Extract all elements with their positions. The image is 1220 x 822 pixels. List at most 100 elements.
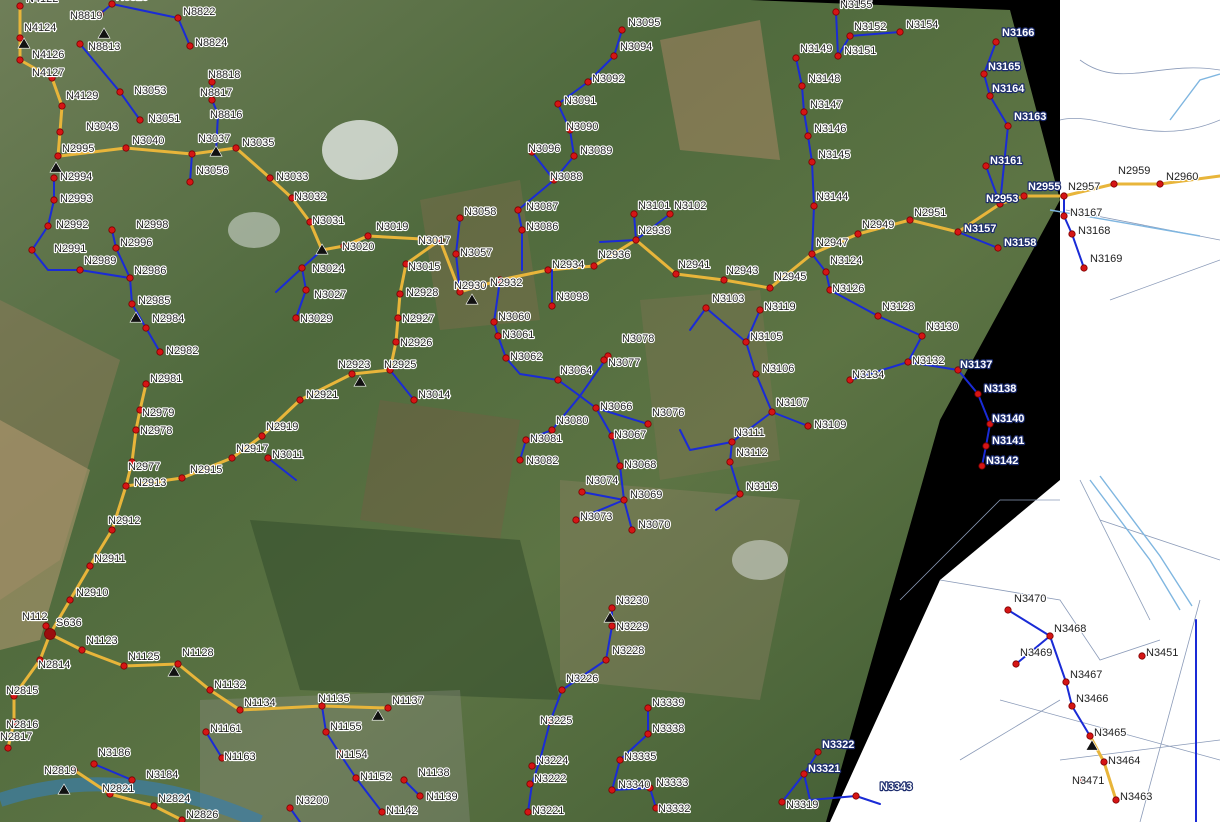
tank-triangle-icon[interactable] [315,243,329,255]
tank-triangle-icon[interactable] [129,311,143,323]
junction-node-n3109[interactable] [804,422,812,430]
junction-node-n2951[interactable] [906,216,914,224]
junction-node-n3464[interactable] [1100,758,1108,766]
junction-node-n3469[interactable] [1012,660,1020,668]
junction-node-n3152[interactable] [846,32,854,40]
junction-node-n3024[interactable] [298,264,306,272]
junction-node-n4129[interactable] [58,102,66,110]
junction-node-n1135[interactable] [318,702,326,710]
junction-node-n3140[interactable] [986,420,994,428]
junction-node-n3144[interactable] [810,202,818,210]
junction-node-n3081[interactable] [522,436,530,444]
junction-node-n2941[interactable] [672,270,680,278]
junction-node-n3068[interactable] [616,462,624,470]
junction-node-n2912[interactable] [108,526,116,534]
junction-node-n4124[interactable] [16,34,24,42]
junction-node-n3076[interactable] [644,420,652,428]
junction-node-n2986[interactable] [126,274,134,282]
junction-node-n1134[interactable] [236,706,244,714]
junction-node-n3060[interactable] [490,318,498,326]
junction-node-n3165[interactable] [980,70,988,78]
junction-node-n3089[interactable] [570,152,578,160]
junction-node-n2923[interactable] [348,370,356,378]
junction-node-n2993[interactable] [50,196,58,204]
junction-node-n3092[interactable] [584,78,592,86]
junction-node-n2910[interactable] [66,596,74,604]
junction-node-n3138[interactable] [974,390,982,398]
junction-node-n1152[interactable] [352,774,360,782]
junction-node-n2917[interactable] [228,454,236,462]
junction-node-n3077[interactable] [600,356,608,364]
junction-node-n2960[interactable] [1156,180,1164,188]
junction-node-n8816[interactable] [214,110,222,118]
junction-node-n2925[interactable] [386,366,394,374]
junction-node-n8822[interactable] [174,14,182,22]
junction-node-n3096[interactable] [528,148,536,156]
junction-node-n3112[interactable] [726,458,734,466]
junction-node-n3035[interactable] [232,144,240,152]
junction-node-n3058[interactable] [456,214,464,222]
tank-triangle-icon[interactable] [603,611,617,623]
junction-node-n3154[interactable] [896,28,904,36]
junction-node-n3155[interactable] [832,8,840,16]
junction-node-n3184[interactable] [128,776,136,784]
junction-node-n2913[interactable] [122,482,130,490]
tank-triangle-icon[interactable] [353,375,367,387]
junction-node-n2957[interactable] [1060,192,1068,200]
junction-node-n1132[interactable] [206,686,214,694]
junction-node-n3062[interactable] [502,354,510,362]
junction-node-n3137[interactable] [954,366,962,374]
junction-node-n3106[interactable] [752,370,760,378]
junction-node-n3166[interactable] [992,38,1000,46]
junction-node-n2928[interactable] [396,290,404,298]
junction-node-n112[interactable] [42,622,50,630]
junction-node-n3332[interactable] [652,804,660,812]
junction-node-n2991[interactable] [28,246,36,254]
junction-node-n3468[interactable] [1046,632,1054,640]
junction-node-n3103[interactable] [702,304,710,312]
junction-node-n3149[interactable] [792,54,800,62]
junction-node-n2977[interactable] [128,458,136,466]
junction-node-n2949[interactable] [854,230,862,238]
junction-node-n3471[interactable] [1076,776,1084,784]
junction-node-n3221[interactable] [524,808,532,816]
junction-node-n3086[interactable] [518,226,526,234]
junction-node-n3095[interactable] [618,26,626,34]
junction-node-n2992[interactable] [44,222,52,230]
junction-node-n8817[interactable] [208,96,216,104]
junction-node-n2945[interactable] [766,284,774,292]
junction-node-n2819[interactable] [70,766,78,774]
junction-node-n1138[interactable] [400,776,408,784]
junction-node-n3037[interactable] [188,150,196,158]
junction-node-n1123[interactable] [78,646,86,654]
junction-node-n1125[interactable] [120,662,128,670]
junction-node-n2826[interactable] [178,816,186,822]
junction-node-n3467[interactable] [1062,678,1070,686]
junction-node-n2919[interactable] [258,432,266,440]
junction-node-n3098[interactable] [548,302,556,310]
junction-node-n2817[interactable] [4,744,12,752]
junction-node-n3230[interactable] [608,604,616,612]
junction-node-n3229[interactable] [608,622,616,630]
junction-node-n2953[interactable] [996,200,1004,208]
junction-node-n3067[interactable] [608,432,616,440]
junction-node-n2814[interactable] [36,656,44,664]
junction-node-n3319[interactable] [778,798,786,806]
junction-node-n3019[interactable] [364,232,372,240]
junction-node-n3105[interactable] [742,338,750,346]
junction-node-n2982[interactable] [156,348,164,356]
junction-node-n8824[interactable] [186,42,194,50]
tank-triangle-icon[interactable] [465,293,479,305]
junction-node-n2998[interactable] [108,226,116,234]
junction-node-n3164[interactable] [986,92,994,100]
junction-node-n3141[interactable] [982,442,990,450]
junction-node-n3224[interactable] [528,762,536,770]
junction-node-n2911[interactable] [86,562,94,570]
junction-node-n3161[interactable] [982,162,990,170]
junction-node-n3146[interactable] [804,132,812,140]
junction-node-n3343[interactable] [852,792,860,800]
junction-node-n2955[interactable] [1020,192,1028,200]
junction-node-n3148[interactable] [798,82,806,90]
junction-node-n2815[interactable] [10,692,18,700]
junction-node-n3321[interactable] [800,770,808,778]
